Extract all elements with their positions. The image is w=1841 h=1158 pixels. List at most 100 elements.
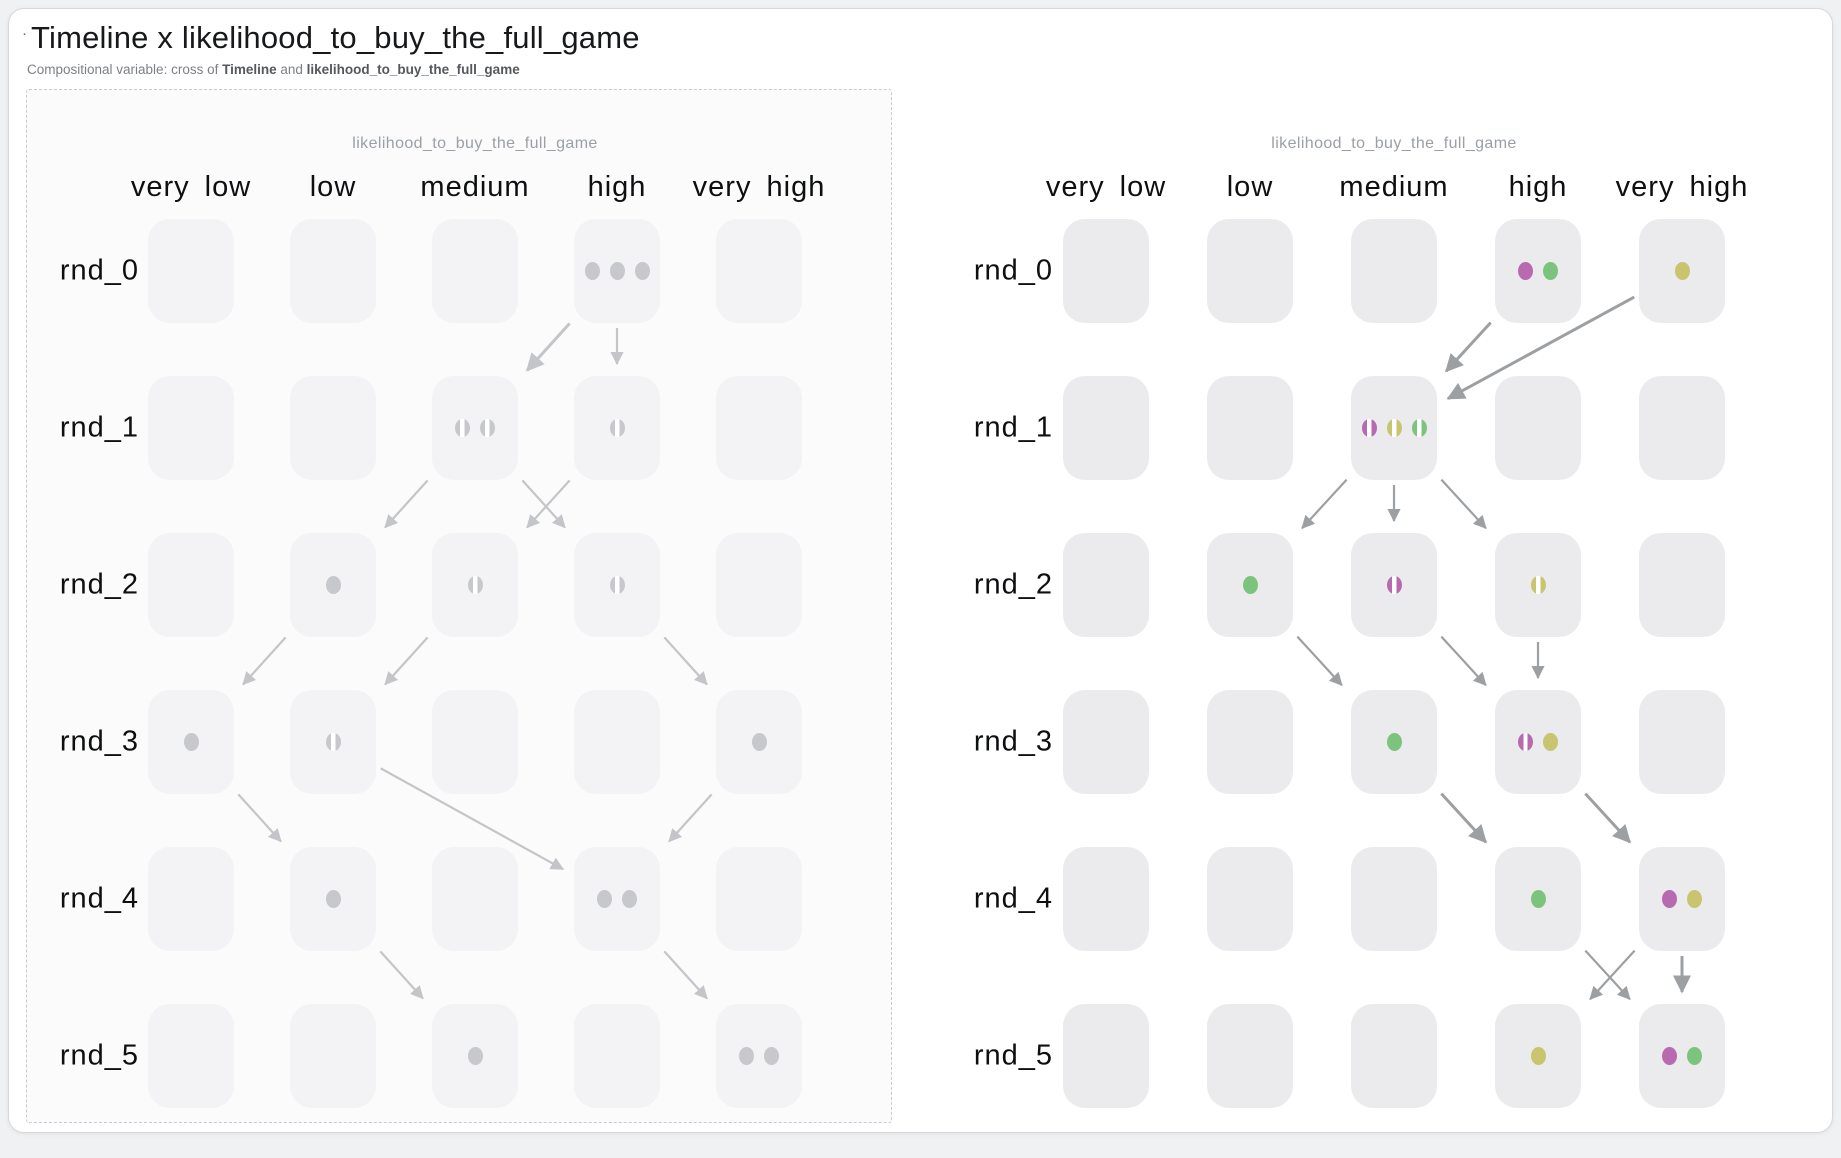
agent-dot-group: [290, 690, 376, 794]
grid-cell: [290, 376, 376, 480]
agent-dot: [1530, 1047, 1546, 1065]
grid-cell: [1063, 219, 1149, 323]
grid-cell: [1639, 219, 1725, 323]
grid-cell: [1351, 219, 1437, 323]
grid-cell: [1207, 376, 1293, 480]
column-label: low: [309, 171, 357, 203]
subtitle-var-timeline: Timeline: [222, 62, 277, 77]
agent-dot-group: [1351, 376, 1437, 480]
row-label: rnd_3: [973, 725, 1053, 758]
agent-dot: [455, 419, 470, 437]
grid-cell: [1063, 533, 1149, 637]
grid-cell: [1351, 690, 1437, 794]
axis-group-label: likelihood_to_buy_the_full_game: [1271, 135, 1517, 152]
grid-cell: [1495, 1004, 1581, 1108]
column-label: high: [587, 171, 647, 203]
agent-dot-group: [574, 847, 660, 951]
agent-dot: [1662, 890, 1677, 908]
axis-group-label: likelihood_to_buy_the_full_game: [352, 135, 598, 152]
agent-dot: [1687, 890, 1702, 908]
grid-cell: [1207, 847, 1293, 951]
transition-arrow: [1440, 478, 1487, 530]
grid-cell: [716, 1004, 802, 1108]
agent-dot-group: [574, 219, 660, 323]
agent-dot-group: [1639, 847, 1725, 951]
grid-cell: [148, 1004, 234, 1108]
agent-dot: [1687, 1047, 1702, 1065]
grid-cell: [1207, 690, 1293, 794]
grid-cell: [1207, 219, 1293, 323]
grid-cell: [1495, 376, 1581, 480]
agent-dot-group: [432, 533, 518, 637]
subtitle-var-likelihood: likelihood_to_buy_the_full_game: [306, 62, 520, 77]
agent-dot: [1543, 733, 1558, 751]
agent-dot: [1411, 419, 1427, 437]
grid-cell: [1495, 219, 1581, 323]
transition-arrow: [1296, 635, 1343, 687]
grid-cell: [1495, 847, 1581, 951]
row-label: rnd_0: [59, 254, 139, 287]
agent-dot-group: [1495, 690, 1581, 794]
agent-dot: [1242, 576, 1258, 594]
grid-cell: [574, 1004, 660, 1108]
grid-cell: [1063, 1004, 1149, 1108]
transition-arrow: [1444, 321, 1492, 373]
transition-arrow: [1589, 949, 1636, 1001]
agent-dot: [1518, 262, 1533, 280]
row-label: rnd_4: [973, 882, 1053, 915]
column-label: medium: [1339, 171, 1449, 203]
agent-dot: [634, 262, 650, 280]
grid-cell: [716, 690, 802, 794]
agent-dot-group: [148, 690, 234, 794]
agent-dot: [1530, 890, 1546, 908]
agent-dot: [325, 733, 341, 751]
grid-cell: [1351, 376, 1437, 480]
grid-cell: [148, 219, 234, 323]
agent-dot: [1386, 576, 1402, 594]
agent-dot: [609, 262, 625, 280]
agent-dot: [1674, 262, 1690, 280]
agent-dot: [1361, 419, 1377, 437]
agent-dot-group: [1639, 1004, 1725, 1108]
page-subtitle: Compositional variable: cross of Timelin…: [27, 62, 520, 77]
subtitle-prefix: Compositional variable: cross of: [27, 62, 223, 77]
agent-dot-group: [290, 533, 376, 637]
agent-dot: [751, 733, 767, 751]
grid-cell: [1351, 533, 1437, 637]
agent-dot-group: [716, 690, 802, 794]
agent-dot-group: [1495, 533, 1581, 637]
grid-cell: [1639, 847, 1725, 951]
grid-cell: [1063, 376, 1149, 480]
grid-cell: [432, 219, 518, 323]
agent-dot-group: [1495, 847, 1581, 951]
agent-dot: [1386, 419, 1402, 437]
grid-cell: [290, 533, 376, 637]
column-label: very low: [130, 171, 252, 203]
grid-cell: [432, 690, 518, 794]
grid-cell: [716, 533, 802, 637]
transition-arrow: [1301, 478, 1348, 530]
grid-cell: [574, 533, 660, 637]
row-label: rnd_3: [59, 725, 139, 758]
agent-dot: [183, 733, 199, 751]
grid-cell: [290, 1004, 376, 1108]
chart-card: · Timeline x likelihood_to_buy_the_full_…: [8, 8, 1833, 1133]
agent-dot: [1530, 576, 1546, 594]
agent-dot-group: [1639, 219, 1725, 323]
agent-dot: [622, 890, 637, 908]
agent-dot-group: [1351, 690, 1437, 794]
row-label: rnd_2: [59, 568, 139, 601]
row-label: rnd_1: [59, 411, 139, 444]
subtitle-connector: and: [276, 62, 307, 77]
grid-cell: [1639, 533, 1725, 637]
column-label: very low: [1045, 171, 1167, 203]
grid-cell: [1495, 533, 1581, 637]
agent-dot: [597, 890, 612, 908]
agent-dot-group: [432, 376, 518, 480]
agent-dot-group: [1207, 533, 1293, 637]
agent-dot-group: [1495, 1004, 1581, 1108]
grid-cell: [716, 219, 802, 323]
grid-cell: [716, 376, 802, 480]
column-label: very high: [1615, 171, 1749, 203]
grid-cell: [574, 219, 660, 323]
